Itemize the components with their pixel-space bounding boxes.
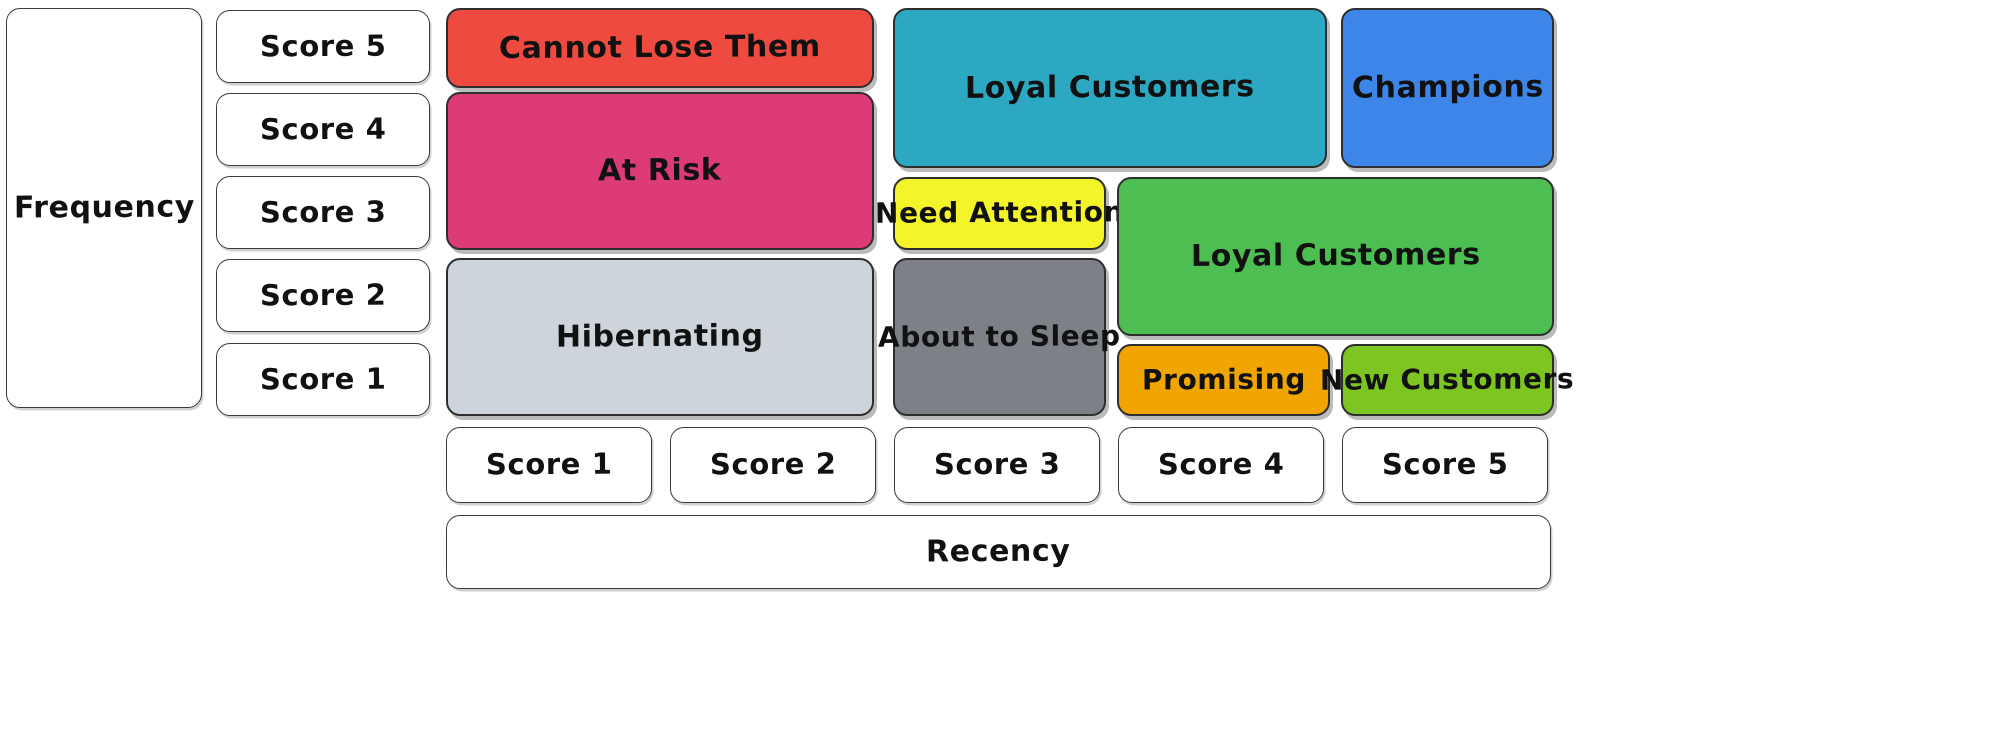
segment-need-attention-label: Need Attention xyxy=(874,195,1125,231)
frequency-score-5: Score 5 xyxy=(216,10,430,83)
segment-champions-label: Champions xyxy=(1351,69,1544,106)
recency-score-3-label: Score 3 xyxy=(933,446,1061,482)
segment-need-attention[interactable]: Need Attention xyxy=(875,177,1124,250)
frequency-axis-title-box: Frequency xyxy=(6,8,202,408)
segment-champions[interactable]: Champions xyxy=(1341,8,1554,168)
frequency-score-4: Score 4 xyxy=(216,93,430,166)
frequency-score-3: Score 3 xyxy=(216,176,430,249)
segment-new-customers-label: New Customers xyxy=(1320,362,1575,397)
recency-axis-title-label: Recency xyxy=(926,533,1071,570)
segment-loyal-customers-green-label: Loyal Customers xyxy=(1190,237,1481,275)
recency-score-3: Score 3 xyxy=(894,427,1100,503)
frequency-score-2: Score 2 xyxy=(216,259,430,332)
segment-promising-label: Promising xyxy=(1141,362,1306,397)
recency-score-1-label: Score 1 xyxy=(485,446,613,482)
recency-score-4: Score 4 xyxy=(1118,427,1324,503)
frequency-score-5-label: Score 5 xyxy=(259,28,387,64)
recency-axis-title-box: Recency xyxy=(446,515,1551,589)
segment-at-risk[interactable]: At Risk xyxy=(446,92,874,250)
frequency-score-1: Score 1 xyxy=(216,343,430,416)
recency-score-2-label: Score 2 xyxy=(709,446,837,482)
frequency-score-1-label: Score 1 xyxy=(259,361,387,397)
segment-loyal-customers-teal-label: Loyal Customers xyxy=(965,68,1255,106)
segment-promising[interactable]: Promising xyxy=(1117,344,1330,416)
frequency-score-4-label: Score 4 xyxy=(259,111,387,147)
segment-cannot-lose-them-label: Cannot Lose Them xyxy=(499,28,821,66)
segment-hibernating[interactable]: Hibernating xyxy=(446,258,874,416)
segment-hibernating-label: Hibernating xyxy=(556,318,764,355)
segment-loyal-customers-green[interactable]: Loyal Customers xyxy=(1117,177,1554,336)
recency-score-4-label: Score 4 xyxy=(1157,446,1285,482)
recency-score-5: Score 5 xyxy=(1342,427,1548,503)
frequency-score-3-label: Score 3 xyxy=(259,194,387,230)
segment-about-to-sleep-label: About to Sleep xyxy=(878,319,1121,354)
recency-score-5-label: Score 5 xyxy=(1381,446,1509,482)
segment-at-risk-label: At Risk xyxy=(598,152,722,189)
segment-about-to-sleep[interactable]: About to Sleep xyxy=(878,258,1121,416)
recency-score-1: Score 1 xyxy=(446,427,652,503)
frequency-axis-title-label: Frequency xyxy=(13,189,195,226)
frequency-score-2-label: Score 2 xyxy=(259,277,387,313)
segment-cannot-lose-them[interactable]: Cannot Lose Them xyxy=(446,8,874,88)
segment-new-customers[interactable]: New Customers xyxy=(1320,344,1575,416)
recency-score-2: Score 2 xyxy=(670,427,876,503)
segment-loyal-customers-teal[interactable]: Loyal Customers xyxy=(893,8,1327,168)
